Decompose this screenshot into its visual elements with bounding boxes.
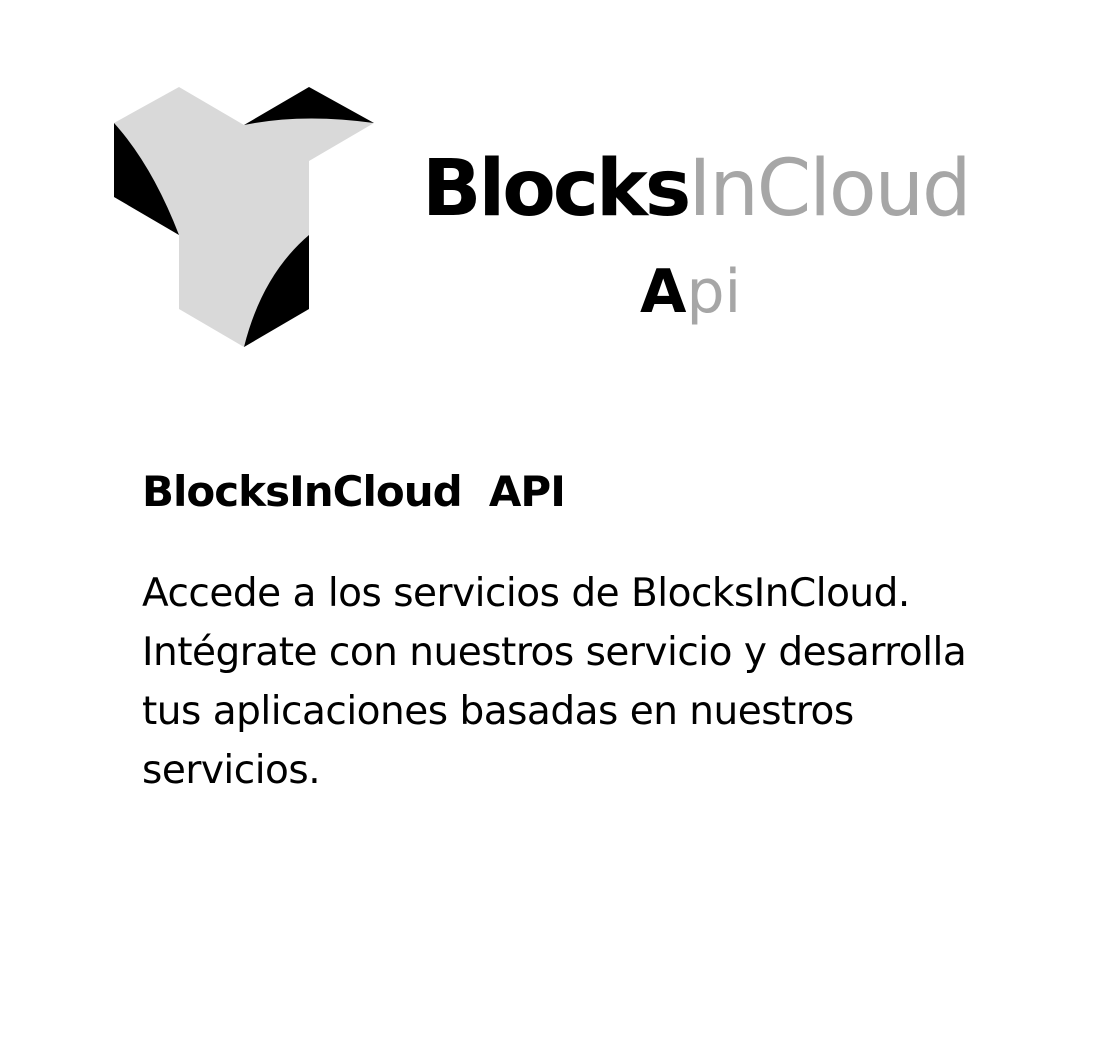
- subtitle-light-part: pi: [686, 257, 742, 327]
- wordmark-light-part: InCloud: [688, 144, 971, 234]
- page-title: BlocksInCloud API: [142, 467, 566, 516]
- brand-subtitle: Api: [640, 262, 741, 322]
- description-line: tus aplicaciones basadas en nuestros: [142, 689, 854, 734]
- brand-wordmark: BlocksInCloud: [422, 150, 1022, 228]
- description-line: Accede a los servicios de BlocksInCloud.: [142, 571, 910, 616]
- description-line: servicios.: [142, 748, 321, 793]
- wordmark-dark-part: Blocks: [422, 144, 691, 234]
- content-section: BlocksInCloud API Accede a los servicios…: [142, 462, 1042, 800]
- subtitle-dark-part: A: [640, 257, 687, 327]
- description-line: Intégrate con nuestros servicio y desarr…: [142, 630, 967, 675]
- description: Accede a los servicios de BlocksInCloud.…: [142, 564, 1042, 800]
- blocksincloud-logo-icon: [112, 85, 376, 349]
